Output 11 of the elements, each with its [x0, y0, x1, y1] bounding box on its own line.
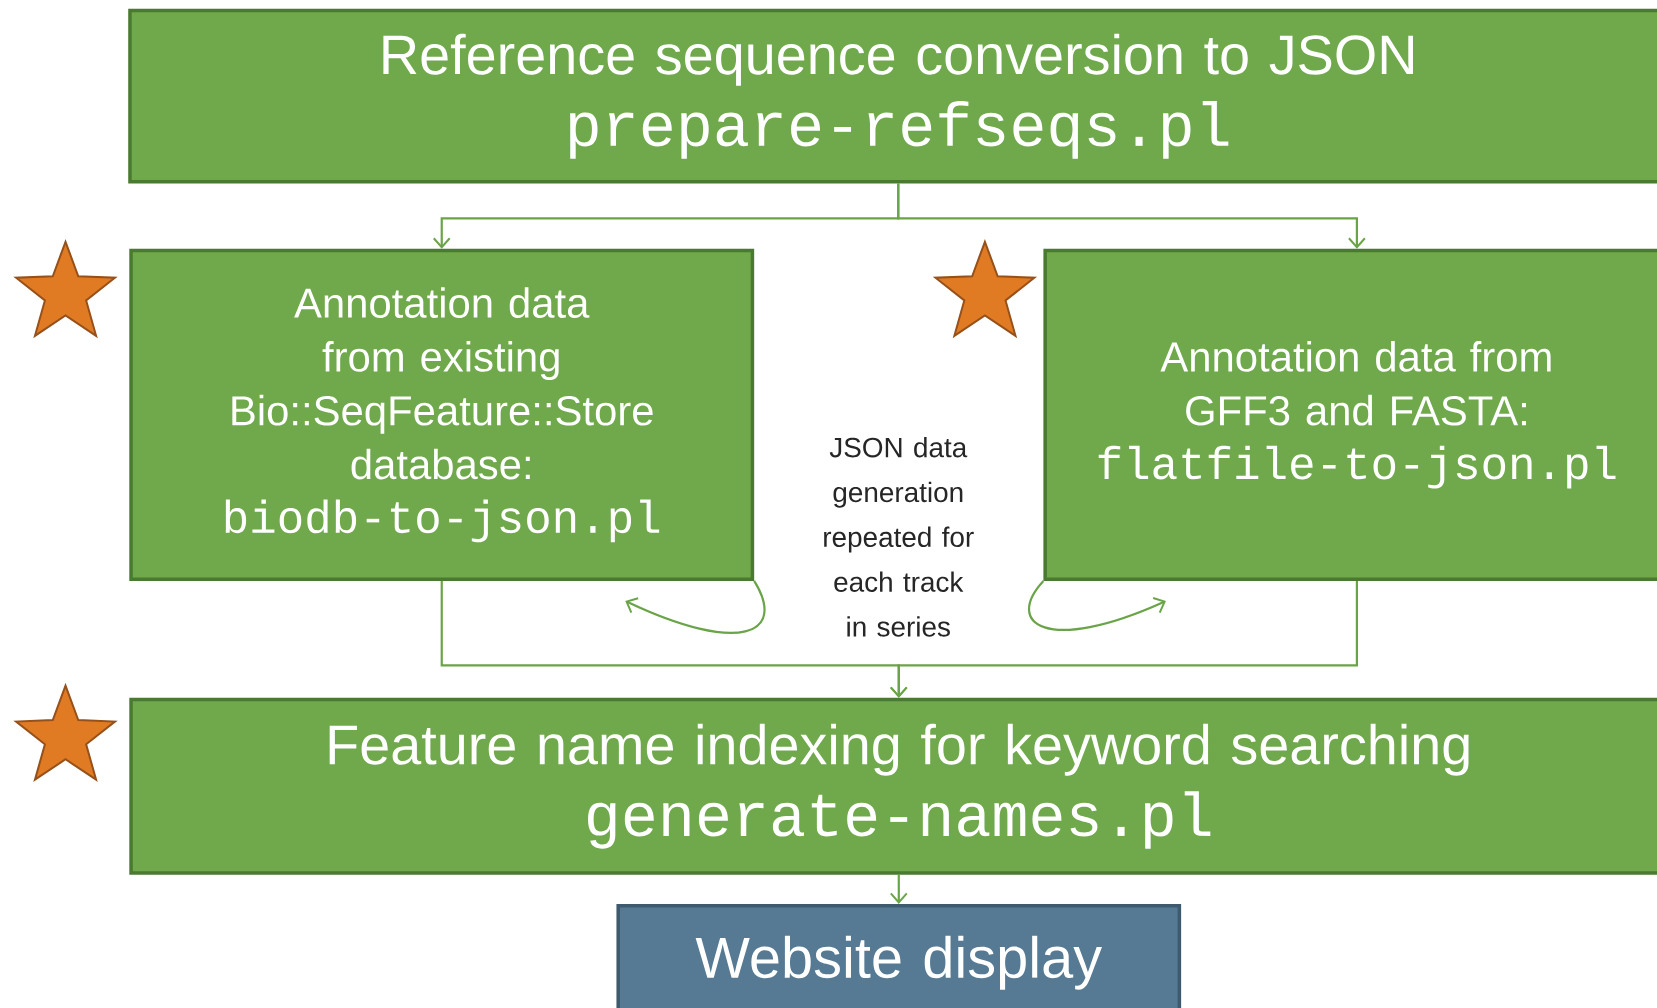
arrow [1027, 580, 1166, 631]
process-box: Website display [616, 903, 1182, 1008]
arrow [889, 580, 1358, 698]
arrow [889, 874, 908, 904]
note-text: JSON data generation repeated for each track in series [824, 436, 974, 637]
process-box: Annotation data from GFF3 and FASTA: flatfile-to-json.pl [1043, 248, 1657, 581]
arrow [625, 580, 766, 634]
process-box: Feature name indexing for keyword searching generate-names.pl [129, 697, 1657, 875]
process-box: Annotation data from existing Bio::SeqFeature::Store database: biodb-to-json.pl [129, 248, 755, 581]
arrow [897, 183, 1366, 249]
process-box: Reference sequence conversion to JSON prepare-refseqs.pl [128, 8, 1657, 184]
